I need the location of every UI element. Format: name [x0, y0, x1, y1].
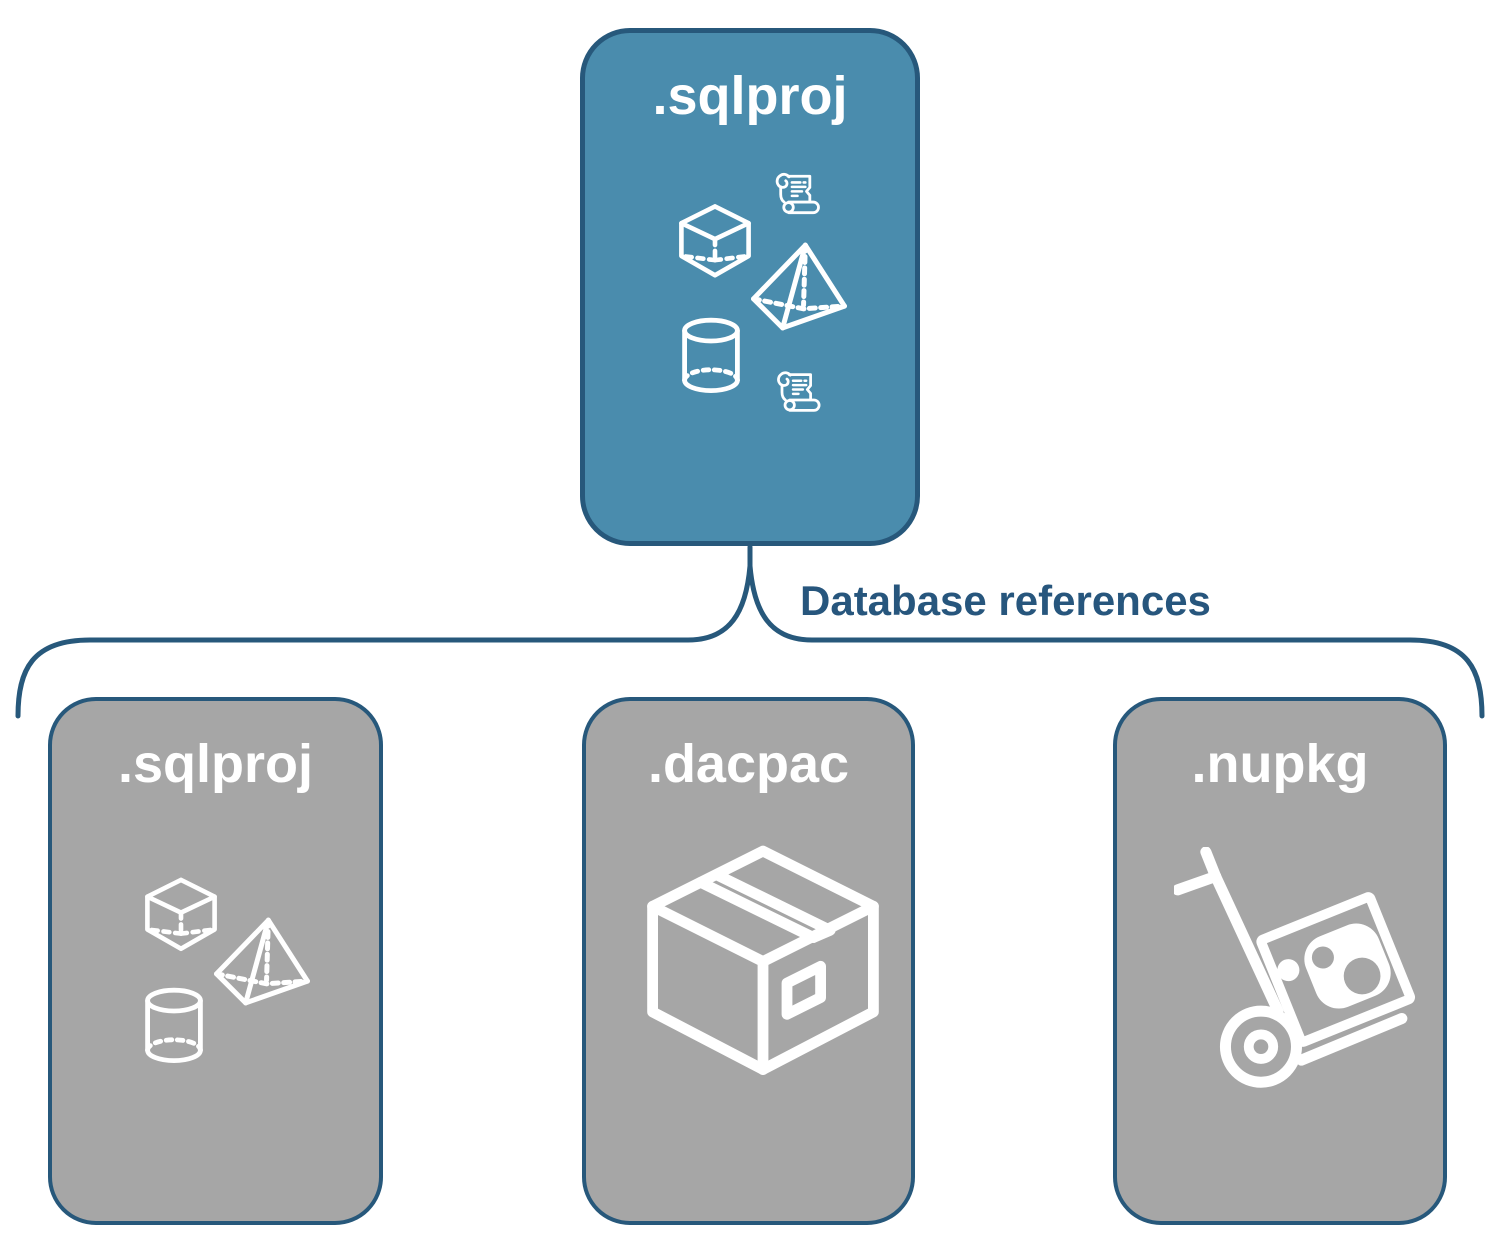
package-box-icon — [647, 845, 879, 1075]
cylinder-icon — [145, 987, 203, 1063]
nuget-package-logo — [1256, 892, 1416, 1047]
scroll-icon — [775, 172, 820, 215]
pyramid-icon — [751, 242, 847, 331]
root-card-title: .sqlproj — [652, 66, 848, 126]
pyramid-icon — [214, 917, 310, 1006]
cube-icon — [145, 877, 217, 952]
root-card-sqlproj: .sqlproj — [580, 28, 920, 546]
child-card-sqlproj: .sqlproj — [48, 697, 383, 1225]
child-card-nupkg: .nupkg — [1113, 697, 1447, 1225]
cube-icon — [679, 204, 751, 278]
child-card-title: .nupkg — [1191, 734, 1369, 794]
child-card-title: .sqlproj — [117, 734, 313, 794]
child-card-dacpac: .dacpac — [582, 697, 915, 1225]
child-card-title: .dacpac — [647, 734, 850, 794]
cylinder-icon — [682, 317, 740, 393]
scroll-icon — [777, 371, 821, 412]
hand-truck-icon — [1174, 847, 1416, 1088]
connector-label: Database references — [800, 577, 1211, 624]
